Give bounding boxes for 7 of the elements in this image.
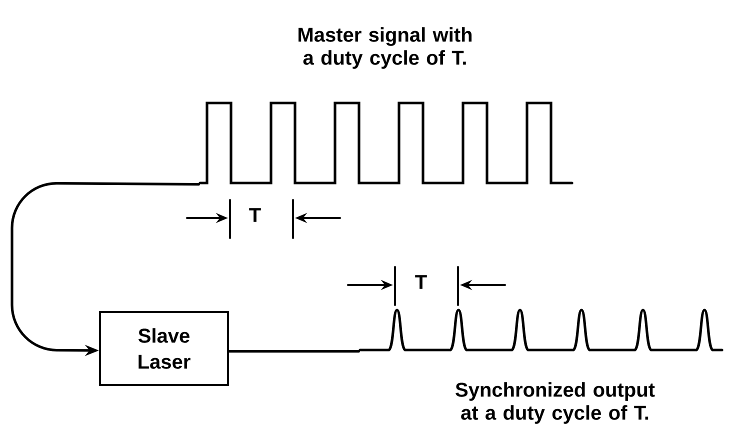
process-box: Slave Laser bbox=[99, 311, 229, 386]
pulse-train-drawing bbox=[358, 308, 724, 352]
dimension-label: T bbox=[249, 208, 261, 222]
signal-label: Synchronized output at a duty cycle of T. bbox=[456, 382, 655, 424]
square-wave-drawing bbox=[198, 102, 574, 184]
dimension-label: T bbox=[415, 275, 427, 289]
signal-label: Master signal with a duty cycle of T. bbox=[298, 27, 472, 69]
